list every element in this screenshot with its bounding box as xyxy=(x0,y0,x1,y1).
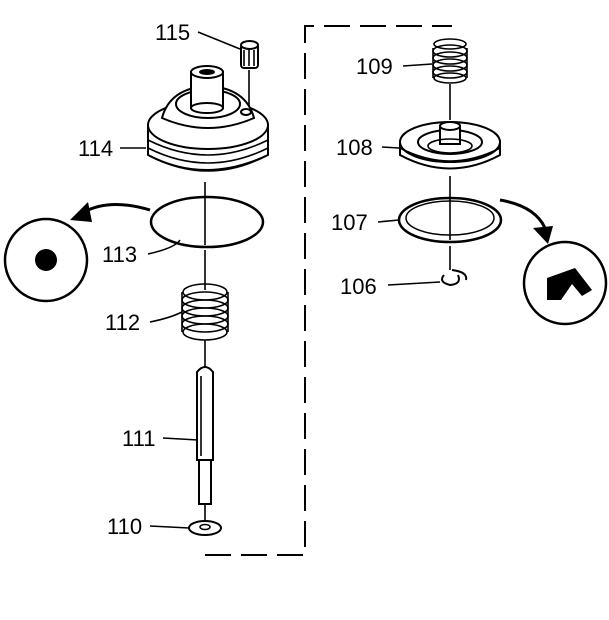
lubricate-callout xyxy=(3,202,151,303)
label-109: 109 xyxy=(356,54,393,79)
label-114: 114 xyxy=(78,136,113,161)
leader-109 xyxy=(402,63,433,67)
label-112: 112 xyxy=(105,310,140,335)
label-107: 107 xyxy=(331,210,368,235)
grease-callout xyxy=(499,198,608,326)
part-114-cover xyxy=(147,65,269,172)
leader-110 xyxy=(149,525,190,529)
label-113: 113 xyxy=(102,242,137,267)
label-106: 106 xyxy=(340,274,377,299)
part-111-rod xyxy=(196,366,214,505)
leader-113 xyxy=(147,239,181,255)
leader-107 xyxy=(377,219,400,223)
grease-shape-icon xyxy=(547,268,592,300)
callout-arrow-right xyxy=(499,198,547,229)
leader-111 xyxy=(162,437,199,441)
leader-106 xyxy=(387,281,441,286)
part-115-plug xyxy=(240,40,259,108)
label-110: 110 xyxy=(107,514,142,539)
assembly-connector-dashed xyxy=(205,25,452,556)
part-112-spring xyxy=(181,283,229,341)
leader-112 xyxy=(149,311,183,323)
label-111: 111 xyxy=(122,426,155,451)
part-110-washer xyxy=(188,520,222,536)
label-108: 108 xyxy=(336,135,373,160)
leader-115 xyxy=(197,31,241,50)
label-115: 115 xyxy=(155,20,190,45)
lubricate-dot-icon xyxy=(35,249,57,271)
arrow-head-left-icon xyxy=(70,202,92,222)
leader-108 xyxy=(381,146,400,149)
part-109-spring xyxy=(432,38,468,84)
arrow-head-right-icon xyxy=(533,226,553,244)
part-106-clip xyxy=(441,269,468,287)
part-108-piston xyxy=(399,121,501,170)
callout-arrow-left xyxy=(83,202,151,214)
part-113-o-ring xyxy=(149,195,265,249)
